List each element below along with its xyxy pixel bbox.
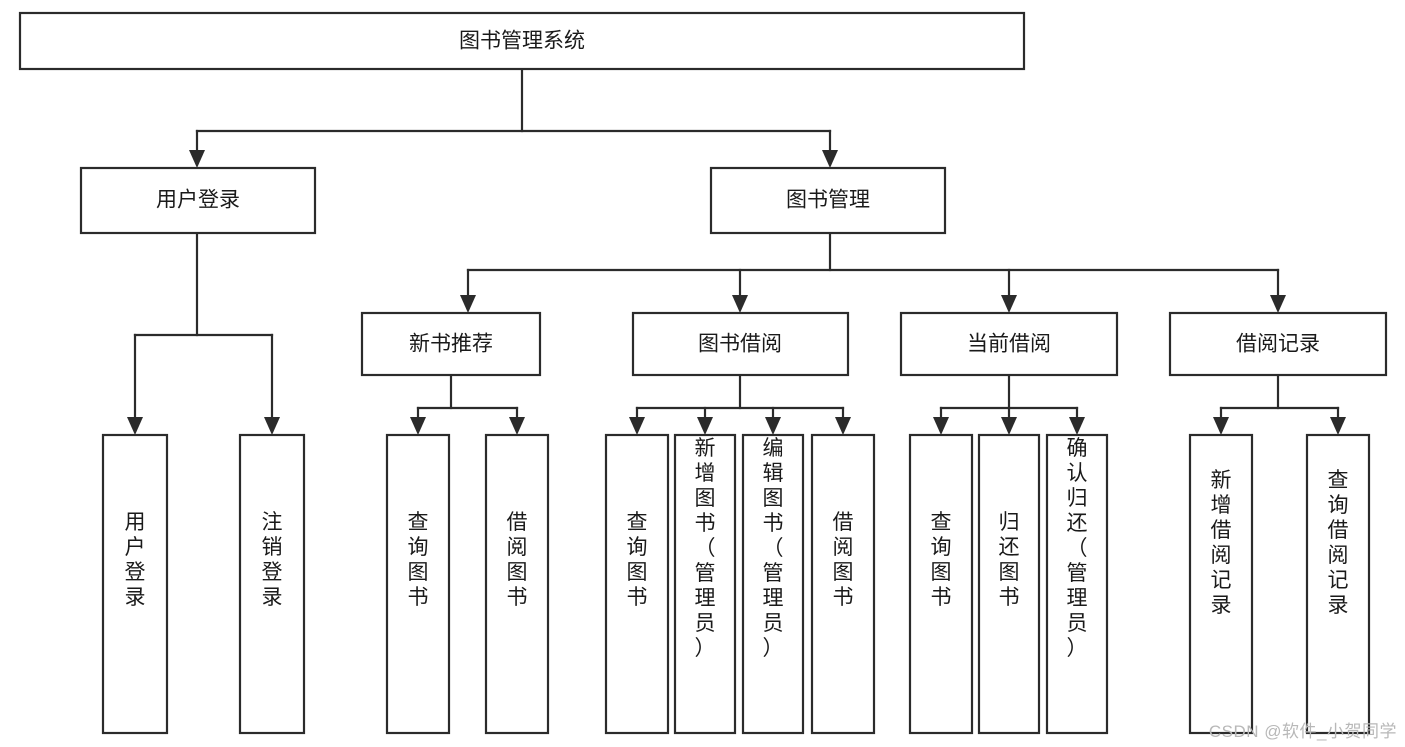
node-leaf-query-record-box[interactable]	[1305, 433, 1371, 735]
node-new-book-recommend[interactable]: 新书推荐	[360, 311, 542, 377]
node-leaf-query-book-3-box[interactable]	[908, 433, 974, 735]
arrow-head-leaf-user-login	[127, 417, 143, 435]
arrow-head-leaf-borrow-book-2	[835, 417, 851, 435]
node-user-login-box[interactable]	[79, 166, 317, 235]
node-book-manage[interactable]: 图书管理	[709, 166, 947, 235]
node-current-borrow-label: 当前借阅	[967, 333, 1051, 356]
node-leaf-query-book-1[interactable]: 查询图书	[385, 433, 451, 735]
node-current-borrow[interactable]: 当前借阅	[899, 311, 1119, 377]
node-user-login-label: 用户登录	[156, 189, 240, 212]
node-leaf-edit-book-box[interactable]	[741, 433, 805, 735]
node-leaf-borrow-book-2-label: 借阅图书	[833, 511, 854, 609]
node-leaf-user-logout[interactable]: 注销登录	[238, 433, 306, 735]
node-leaf-query-book-1-label: 查询图书	[408, 511, 429, 609]
node-leaf-query-book-2-label: 查询图书	[627, 511, 648, 609]
node-leaf-query-book-3[interactable]: 查询图书	[908, 433, 974, 735]
node-book-borrow[interactable]: 图书借阅	[631, 311, 850, 377]
node-leaf-user-login-label: 用户登录	[125, 511, 146, 609]
arrow-head-user-login	[189, 150, 205, 168]
node-leaf-user-logout-label: 注销登录	[262, 511, 283, 609]
node-leaf-add-book-label: 新增图书（管理员）	[695, 437, 716, 660]
arrow-head-new-book-recommend	[460, 295, 476, 313]
node-leaf-query-record-label: 查询借阅记录	[1328, 469, 1349, 617]
node-borrow-record[interactable]: 借阅记录	[1168, 311, 1388, 377]
node-book-borrow-box[interactable]	[631, 311, 850, 377]
node-leaf-return-book-label: 归还图书	[999, 511, 1020, 609]
arrow-head-borrow-record	[1270, 295, 1286, 313]
node-book-borrow-label: 图书借阅	[698, 333, 782, 356]
node-new-book-recommend-box[interactable]	[360, 311, 542, 377]
node-leaf-user-login-box[interactable]	[101, 433, 169, 735]
arrow-head-current-borrow	[1001, 295, 1017, 313]
node-leaf-return-book[interactable]: 归还图书	[977, 433, 1041, 735]
node-borrow-record-box[interactable]	[1168, 311, 1388, 377]
node-book-manage-box[interactable]	[709, 166, 947, 235]
arrow-head-leaf-query-book-3	[933, 417, 949, 435]
node-leaf-confirm-return-label: 确认归还（管理员）	[1067, 437, 1088, 660]
arrow-head-leaf-add-book	[697, 417, 713, 435]
arrow-head-leaf-query-record	[1330, 417, 1346, 435]
node-leaf-borrow-book-2[interactable]: 借阅图书	[810, 433, 876, 735]
node-current-borrow-box[interactable]	[899, 311, 1119, 377]
arrow-head-leaf-query-book-2	[629, 417, 645, 435]
node-leaf-borrow-book-1-label: 借阅图书	[507, 511, 528, 609]
node-leaf-add-record-box[interactable]	[1188, 433, 1254, 735]
node-leaf-query-book-2[interactable]: 查询图书	[604, 433, 670, 735]
arrow-head-leaf-confirm-return	[1069, 417, 1085, 435]
node-leaf-borrow-book-1-box[interactable]	[484, 433, 550, 735]
node-leaf-confirm-return[interactable]: 确认归还（管理员）	[1045, 433, 1109, 735]
arrow-head-leaf-add-record	[1213, 417, 1229, 435]
node-leaf-edit-book[interactable]: 编辑图书（管理员）	[741, 433, 805, 735]
node-root-label: 图书管理系统	[459, 30, 585, 53]
node-borrow-record-label: 借阅记录	[1236, 333, 1320, 356]
node-leaf-query-book-2-box[interactable]	[604, 433, 670, 735]
arrow-head-leaf-user-logout	[264, 417, 280, 435]
node-leaf-add-record-label: 新增借阅记录	[1211, 469, 1232, 617]
node-new-book-recommend-label: 新书推荐	[409, 333, 493, 356]
node-book-manage-label: 图书管理	[786, 189, 870, 212]
node-leaf-add-book-box[interactable]	[673, 433, 737, 735]
node-leaf-add-book[interactable]: 新增图书（管理员）	[673, 433, 737, 735]
node-leaf-edit-book-label: 编辑图书（管理员）	[763, 437, 784, 660]
connectors	[127, 67, 1346, 435]
arrow-head-book-borrow	[732, 295, 748, 313]
node-leaf-user-logout-box[interactable]	[238, 433, 306, 735]
arrow-head-leaf-edit-book	[765, 417, 781, 435]
node-leaf-borrow-book-1[interactable]: 借阅图书	[484, 433, 550, 735]
node-leaf-borrow-book-2-box[interactable]	[810, 433, 876, 735]
node-user-login[interactable]: 用户登录	[79, 166, 317, 235]
node-leaf-query-record[interactable]: 查询借阅记录	[1305, 433, 1371, 735]
arrow-head-leaf-borrow-book-1	[509, 417, 525, 435]
node-leaf-query-book-3-label: 查询图书	[931, 511, 952, 609]
node-leaf-query-book-1-box[interactable]	[385, 433, 451, 735]
node-root-box[interactable]	[18, 11, 1026, 71]
node-leaf-user-login[interactable]: 用户登录	[101, 433, 169, 735]
node-leaf-return-book-box[interactable]	[977, 433, 1041, 735]
node-leaf-confirm-return-box[interactable]	[1045, 433, 1109, 735]
arrow-head-book-manage	[822, 150, 838, 168]
arrow-head-leaf-return-book	[1001, 417, 1017, 435]
arrow-head-leaf-query-book-1	[410, 417, 426, 435]
node-leaf-add-record[interactable]: 新增借阅记录	[1188, 433, 1254, 735]
node-root[interactable]: 图书管理系统	[18, 11, 1026, 71]
